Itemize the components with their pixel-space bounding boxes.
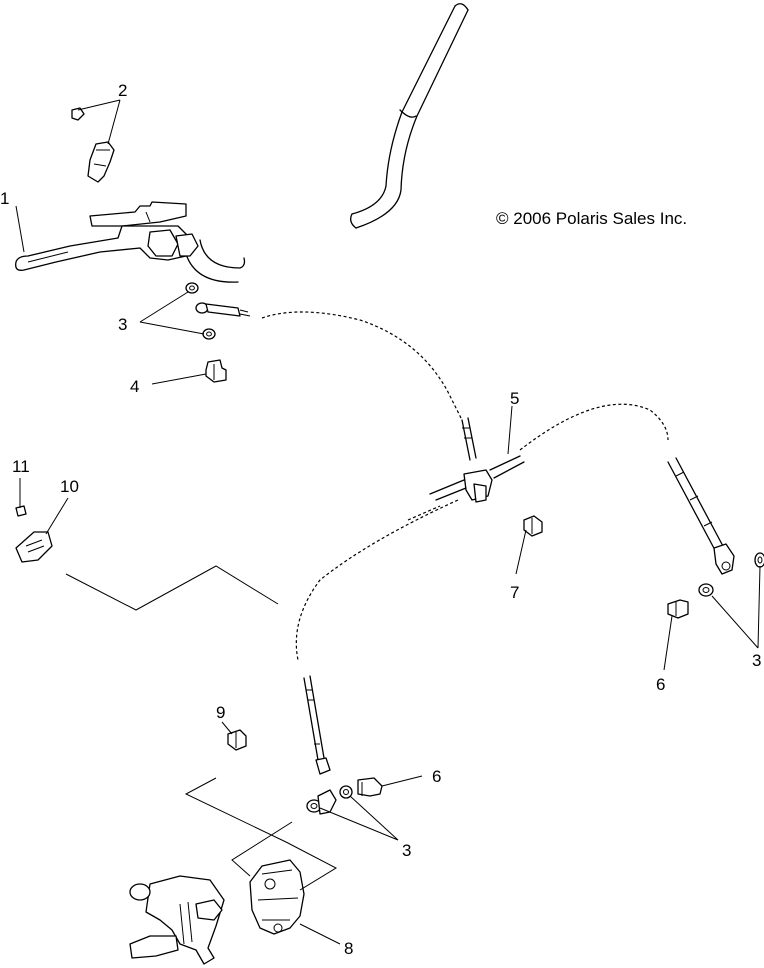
hose-junction-block <box>429 455 525 503</box>
callout-5: 5 <box>510 389 519 408</box>
leader-lines <box>15 99 761 945</box>
brake-lever-master-cylinder <box>15 201 199 271</box>
callout-4: 4 <box>130 377 139 396</box>
junction-bolt <box>523 515 543 537</box>
callout-6-lower: 6 <box>432 767 441 786</box>
hose-banjo-fitting-upper <box>195 302 251 317</box>
banjo-bolt-lower <box>357 777 383 797</box>
hose-metal-section-lower <box>303 675 331 775</box>
callout-3-right: 3 <box>752 651 761 670</box>
callout-6-right: 6 <box>656 675 665 694</box>
clamp-and-screws <box>71 107 115 183</box>
callout-10: 10 <box>60 477 79 496</box>
hose-retainer-clip <box>15 531 53 563</box>
brake-caliper <box>249 859 305 935</box>
hose-clip-fastener <box>15 505 27 517</box>
callout-11: 11 <box>12 457 30 476</box>
callout-labels: 1 2 3 4 5 11 10 7 3 6 9 6 3 8 <box>0 81 761 958</box>
callout-9: 9 <box>216 703 225 722</box>
caliper-bolt <box>227 729 247 751</box>
spindle-knuckle <box>129 875 225 965</box>
callout-3-lower: 3 <box>402 841 411 860</box>
callout-2: 2 <box>118 81 127 100</box>
handlebar <box>185 3 469 283</box>
brake-hose <box>261 311 669 661</box>
banjo-bolt-upper <box>205 359 227 383</box>
copyright-notice: © 2006 Polaris Sales Inc. <box>496 209 687 228</box>
callout-7: 7 <box>510 583 519 602</box>
banjo-bolt-right <box>667 599 689 619</box>
hose-metal-section-right <box>667 457 735 575</box>
callout-1: 1 <box>0 189 9 208</box>
callout-8: 8 <box>344 939 353 958</box>
callout-3-upper: 3 <box>118 315 127 334</box>
washers-lower <box>306 785 353 815</box>
hose-metal-section-upper <box>461 417 477 461</box>
